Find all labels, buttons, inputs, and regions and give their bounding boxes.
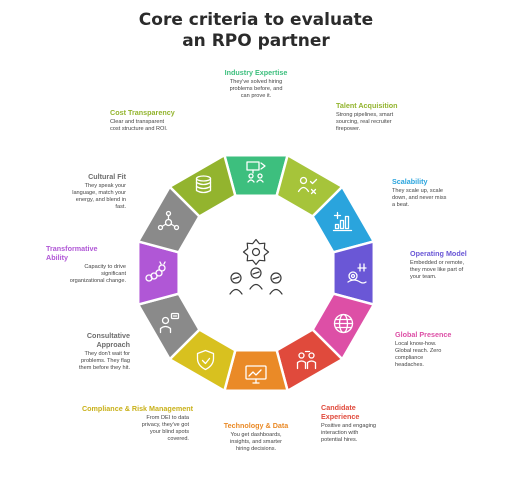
gear-icon bbox=[242, 238, 270, 266]
label-global-presence: Global Presence Local know-how. Global r… bbox=[395, 330, 495, 369]
segment-description: They don't wait for problems. They flag … bbox=[79, 351, 130, 371]
segment-ring bbox=[136, 153, 376, 393]
label-cost-transparency: Cost Transparency Clear and transparent … bbox=[110, 108, 210, 133]
person-body-icon bbox=[269, 288, 283, 295]
coin-stack-icon bbox=[195, 175, 212, 194]
segment-cost-transparency bbox=[168, 153, 237, 218]
person-head-icon bbox=[250, 267, 262, 279]
label-technology-data: Technology & Data You get dashboards, in… bbox=[203, 421, 309, 453]
interview-icon bbox=[296, 350, 317, 370]
label-industry-expertise: Industry Expertise They've solved hiring… bbox=[200, 68, 312, 100]
page-title: Core criteria to evaluate an RPO partner bbox=[0, 10, 512, 52]
person-head-icon bbox=[230, 272, 242, 284]
segment-title: Operating Model bbox=[410, 249, 467, 258]
title-line-2: an RPO partner bbox=[182, 31, 330, 51]
label-cultural-fit: Cultural Fit They speak your language, m… bbox=[40, 172, 126, 211]
label-consultative-approach: Consultative Approach They don't wait fo… bbox=[30, 331, 130, 372]
segment-title: Transformative Ability bbox=[46, 244, 98, 262]
segment-description: They speak your language, match your ene… bbox=[72, 183, 126, 210]
segment-description: Strong pipelines, smart sourcing, real r… bbox=[336, 112, 394, 132]
segment-title: Talent Acquisition bbox=[336, 101, 398, 110]
person-body-icon bbox=[249, 283, 263, 290]
segment-description: You get dashboards, insights, and smarte… bbox=[230, 432, 282, 452]
person-face-line bbox=[232, 276, 240, 280]
segment-description: Local know-how. Global reach. Zero compl… bbox=[395, 341, 442, 368]
segment-description: Capacity to drive significant organizati… bbox=[69, 264, 126, 284]
segment-title: Candidate Experience bbox=[321, 403, 360, 421]
team-network-icon bbox=[157, 210, 180, 231]
segment-description: They've solved hiring problems before, a… bbox=[229, 79, 283, 99]
presentation-icon bbox=[246, 161, 266, 183]
segment-title: Scalability bbox=[392, 177, 428, 186]
label-compliance-risk: Compliance & Risk Management From DEI to… bbox=[40, 404, 193, 443]
label-candidate-experience: Candidate Experience Positive and engagi… bbox=[321, 403, 431, 444]
segment-title: Technology & Data bbox=[223, 421, 289, 430]
gear-hub bbox=[251, 247, 261, 257]
caterpillar-icon bbox=[145, 261, 166, 282]
label-transformative-ability: Transformative Ability Capacity to drive… bbox=[46, 244, 126, 285]
label-scalability: Scalability They scale up, scale down, a… bbox=[392, 177, 492, 209]
person-head-icon bbox=[270, 272, 282, 284]
person-body-icon bbox=[229, 288, 243, 295]
scale-chart-icon bbox=[332, 211, 353, 232]
dashboard-icon bbox=[245, 365, 267, 384]
segment-title: Consultative Approach bbox=[86, 331, 130, 349]
segment-title: Cost Transparency bbox=[110, 108, 175, 117]
label-operating-model: Operating Model Embedded or remote, they… bbox=[410, 249, 510, 281]
operations-icon bbox=[347, 263, 367, 284]
segment-description: Clear and transparent cost structure and… bbox=[110, 119, 168, 132]
globe-icon bbox=[333, 313, 354, 334]
person-face-line bbox=[272, 276, 280, 280]
segment-title: Cultural Fit bbox=[88, 172, 126, 181]
segment-description: They scale up, scale down, and never mis… bbox=[392, 188, 447, 208]
segment-title: Compliance & Risk Management bbox=[81, 404, 193, 413]
person-face-line bbox=[252, 271, 260, 275]
segment-description: Embedded or remote, they move like part … bbox=[410, 260, 465, 280]
candidate-select-icon bbox=[297, 176, 318, 195]
center-icon bbox=[229, 238, 283, 295]
segment-description: Positive and engaging interaction with p… bbox=[321, 423, 377, 443]
segment-icons bbox=[145, 161, 367, 384]
title-line-1: Core criteria to evaluate bbox=[138, 10, 374, 30]
label-talent-acquisition: Talent Acquisition Strong pipelines, sma… bbox=[336, 101, 446, 133]
segment-title: Industry Expertise bbox=[224, 68, 288, 77]
consultant-icon bbox=[159, 312, 180, 334]
segment-title: Global Presence bbox=[395, 330, 452, 339]
segment-description: From DEI to data privacy, they've got yo… bbox=[141, 415, 189, 442]
shield-check-icon bbox=[196, 349, 215, 371]
